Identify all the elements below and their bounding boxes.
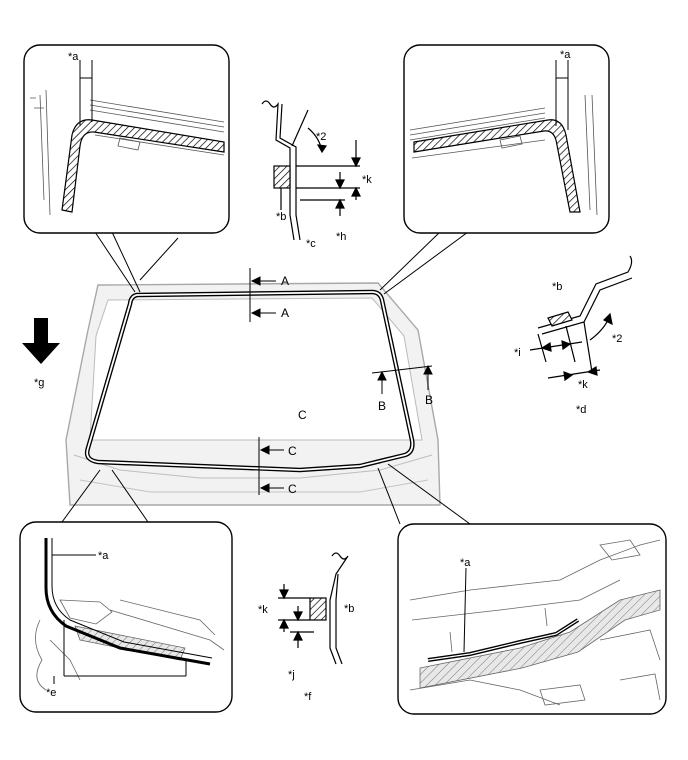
callout-g: *g (34, 377, 44, 389)
detail-bottom-right: *a (377, 463, 667, 715)
section-line-c (258, 437, 284, 495)
section-label-a-bottom: A (281, 306, 289, 320)
callout-a-bottom-right: *a (460, 557, 471, 569)
callout-d: *d (576, 404, 586, 416)
section-detail-d (529, 255, 633, 382)
section-label-c-center: C (298, 408, 307, 422)
section-label-b-left: B (378, 399, 386, 413)
section-label-b-right: B (425, 393, 433, 407)
callout-a-top-right: *a (560, 49, 571, 61)
detail-bottom-left: *a *e (19, 469, 233, 713)
section-label-c-bottom: C (288, 482, 297, 496)
vehicle-body-opening (65, 282, 441, 506)
section-label-a-top: A (281, 274, 289, 288)
section-label-c-top: C (288, 444, 297, 458)
section-detail-c (261, 100, 361, 241)
callout-2-right: *2 (612, 333, 622, 345)
callout-b-bottom: *b (344, 603, 354, 615)
callout-a-top-left: *a (68, 51, 79, 63)
callout-c: *c (306, 238, 316, 250)
callout-a-bottom-left: *a (98, 550, 109, 562)
callout-j: *j (288, 669, 295, 681)
callout-k-right: *k (578, 379, 588, 391)
arrow-down-icon (22, 318, 60, 364)
detail-top-right: *a (379, 44, 610, 295)
adhesive-bead-outline (84, 289, 415, 473)
callout-k-bottom: *k (258, 604, 268, 616)
callout-h: *h (336, 231, 346, 243)
detail-top-left: *a (23, 44, 230, 293)
callout-e: *e (46, 687, 56, 699)
section-line-a (249, 268, 276, 322)
section-line-b (371, 364, 433, 394)
callout-k-top: *k (362, 174, 372, 186)
callout-f: *f (304, 691, 312, 703)
callout-i: *i (514, 347, 521, 359)
callout-b-right: *b (552, 281, 562, 293)
section-detail-f (278, 552, 349, 665)
callout-b-top: *b (276, 211, 286, 223)
callout-2-top: *2 (316, 131, 326, 143)
